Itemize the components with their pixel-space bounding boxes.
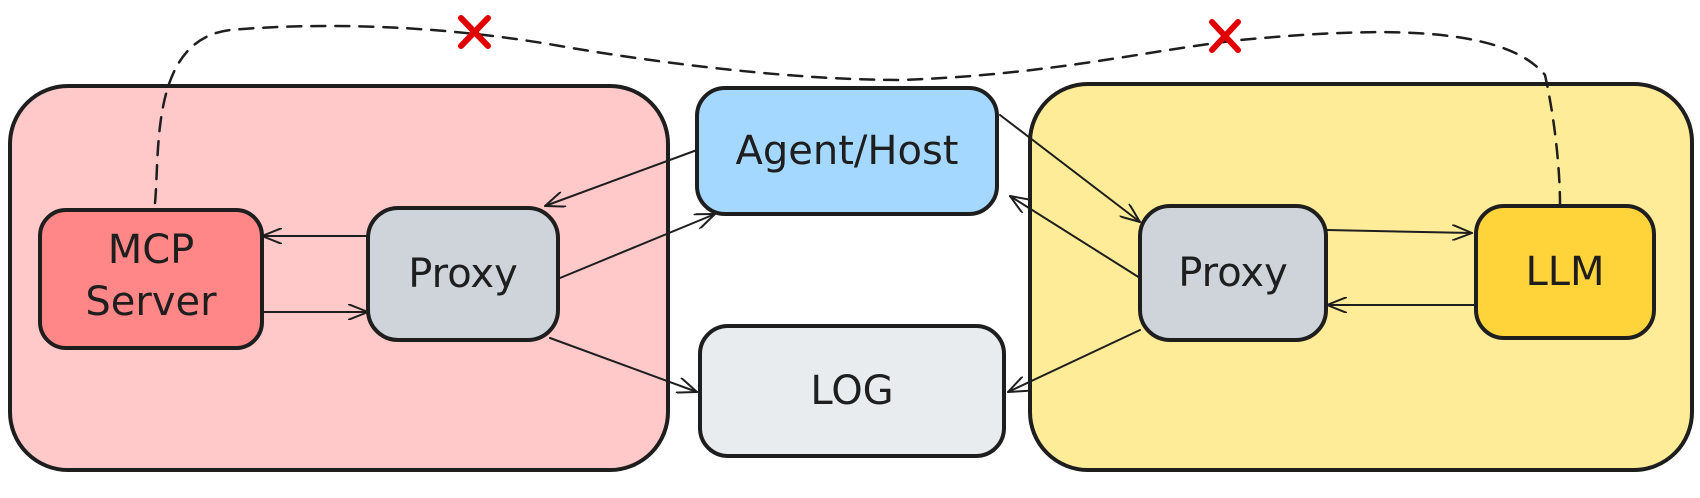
arrow-agent-to-proxy-right	[999, 114, 1141, 223]
log-node[interactable]: LOG	[698, 324, 1006, 458]
blocked-mark-right	[1209, 19, 1241, 53]
arrow-proxy-left-to-log	[549, 337, 698, 392]
blocked-mark-left	[458, 15, 491, 49]
arrow-proxy-right-to-agent	[1009, 195, 1141, 279]
proxy-right-node[interactable]: Proxy	[1138, 204, 1328, 342]
llm-node[interactable]: LLM	[1474, 204, 1656, 340]
agent-host-node[interactable]: Agent/Host	[695, 86, 999, 216]
proxy-left-node[interactable]: Proxy	[366, 206, 560, 342]
agent-host-label: Agent/Host	[736, 128, 959, 174]
mcp-side-group	[8, 84, 670, 472]
mcp-server-label-line1: MCP	[108, 227, 195, 273]
arrow-proxy-right-to-llm	[1326, 230, 1473, 233]
arrow-proxy-left-to-agent	[559, 213, 716, 279]
arrow-agent-to-proxy-left	[544, 149, 698, 206]
llm-side-group	[1028, 82, 1694, 472]
proxy-left-label: Proxy	[408, 251, 518, 297]
blocked-direct-connection	[153, 24, 1562, 207]
llm-label: LLM	[1525, 249, 1604, 295]
log-label: LOG	[810, 368, 893, 414]
mcp-server-node[interactable]: MCP Server	[38, 208, 264, 350]
arrow-proxy-right-to-log	[1007, 329, 1141, 393]
proxy-right-label: Proxy	[1178, 250, 1288, 296]
mcp-server-label-line2: Server	[85, 279, 217, 325]
